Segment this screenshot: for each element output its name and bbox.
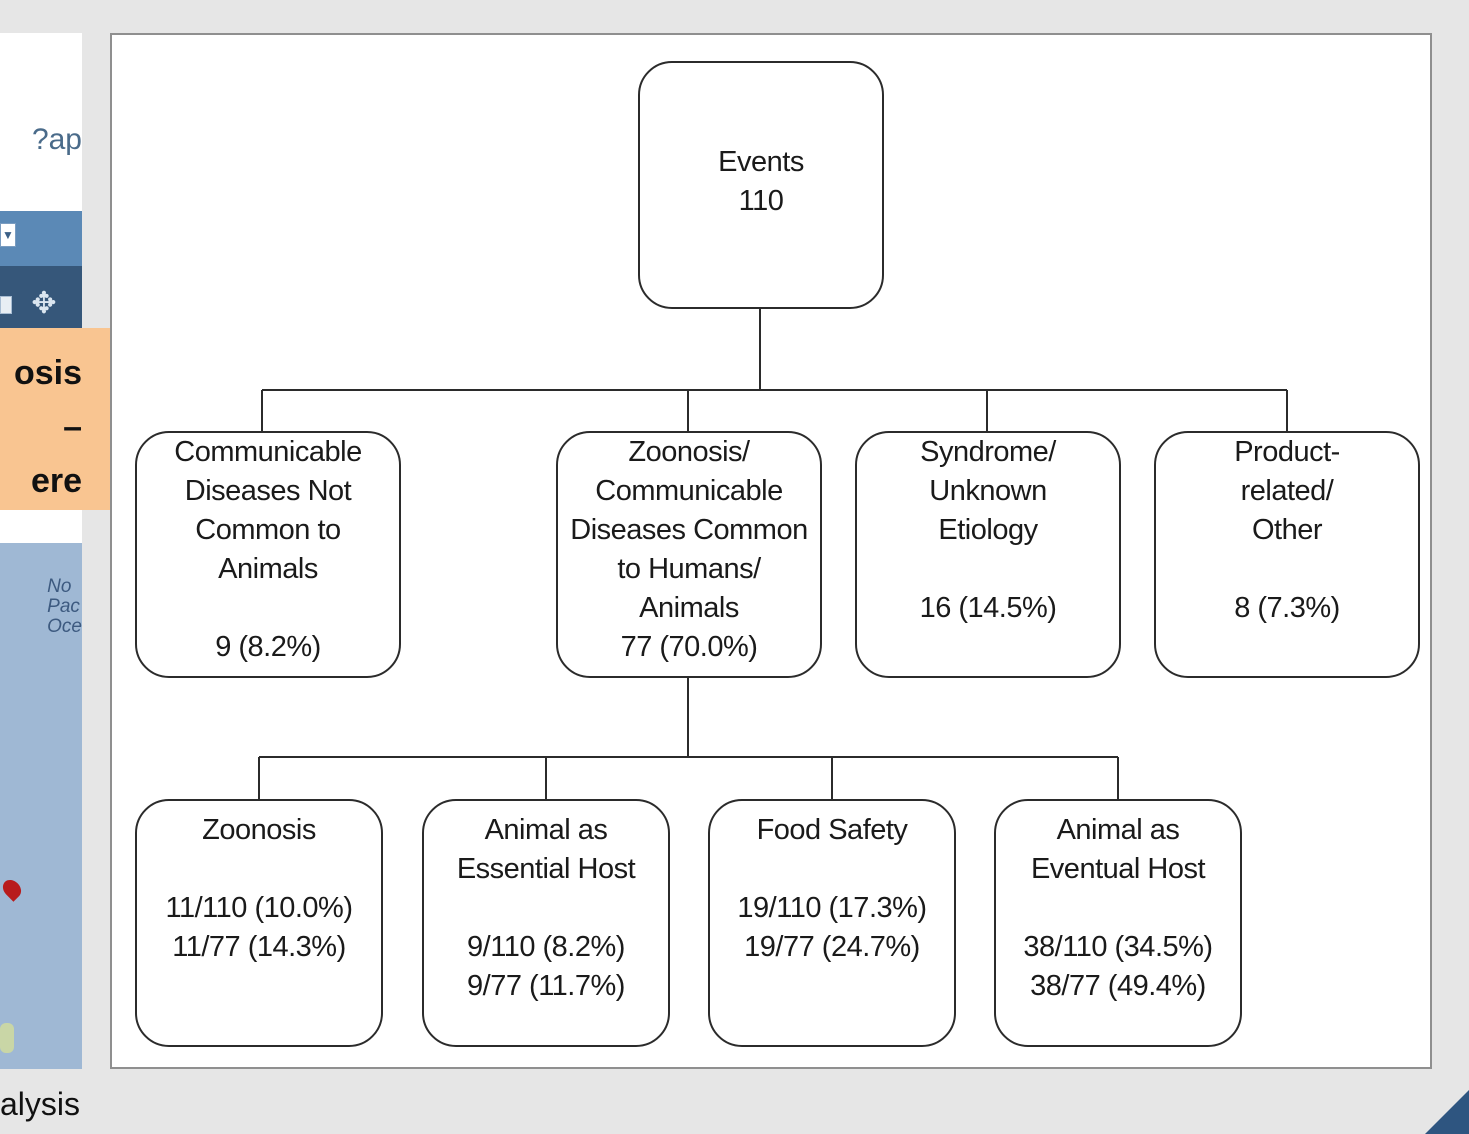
node-zoonosis: Zoonosis 11/110 (10.0%) 11/77 (14.3%) <box>135 799 383 1047</box>
slide-corner-decoration <box>1425 1090 1469 1134</box>
chevron-down-icon[interactable]: ▼ <box>0 223 16 247</box>
node-label: Zoonosis/ Communicable Diseases Common t… <box>570 436 808 624</box>
map-land-shape <box>0 1023 14 1053</box>
node-value: 19/110 (17.3%) 19/77 (24.7%) <box>737 892 927 963</box>
node-animal-eventual-host: Animal as Eventual Host 38/110 (34.5%) 3… <box>994 799 1242 1047</box>
node-food-safety: Food Safety 19/110 (17.3%) 19/77 (24.7%) <box>708 799 956 1047</box>
node-label: Product- related/ Other <box>1234 436 1340 546</box>
node-value: 8 (7.3%) <box>1234 592 1340 624</box>
node-syndrome-unknown: Syndrome/ Unknown Etiology 16 (14.5%) <box>855 431 1121 678</box>
node-value: 77 (70.0%) <box>620 631 758 663</box>
map-ocean-label-text: No Pac Oce <box>47 576 82 637</box>
map-ocean-label: No Pac Oce <box>47 577 82 637</box>
callout-text-fragment: osis – ere in <box>0 346 82 510</box>
node-label: Zoonosis <box>202 814 316 846</box>
node-value: 9/110 (8.2%) 9/77 (11.7%) <box>467 931 625 1002</box>
node-label: Syndrome/ Unknown Etiology <box>920 436 1056 546</box>
node-value: 9 (8.2%) <box>215 631 321 663</box>
callout-box: osis – ere in <box>0 328 110 510</box>
node-value: 38/110 (34.5%) 38/77 (49.4%) <box>1023 931 1213 1002</box>
node-label: Communicable Diseases Not Common to Anim… <box>174 436 362 585</box>
background-slide-panel: ap? ▼ ✥ No Pac Oce <box>0 33 82 1069</box>
node-events-root: Events 110 <box>638 61 884 309</box>
pan-arrows-icon[interactable]: ✥ <box>31 287 57 320</box>
node-label: Animal as Essential Host <box>456 814 636 885</box>
diagram-frame: Events 110 Communicable Diseases Not Com… <box>110 33 1432 1069</box>
map-toolbar-top: ▼ <box>0 211 82 266</box>
map-pin-icon[interactable] <box>0 876 25 902</box>
node-value: 11/110 (10.0%) 11/77 (14.3%) <box>165 892 354 963</box>
callout-text: osis – ere in <box>13 354 82 500</box>
map-view: No Pac Oce <box>0 543 82 1069</box>
node-label: Events <box>718 146 804 178</box>
node-animal-essential-host: Animal as Essential Host 9/110 (8.2%) 9/… <box>422 799 670 1047</box>
node-zoonosis-communicable: Zoonosis/ Communicable Diseases Common t… <box>556 431 822 678</box>
node-product-related: Product- related/ Other 8 (7.3%) <box>1154 431 1420 678</box>
bottom-text-fragment: alysis <box>0 1086 81 1122</box>
node-communicable-not-common: Communicable Diseases Not Common to Anim… <box>135 431 401 678</box>
diagram-connectors <box>258 308 1288 800</box>
node-value: 16 (14.5%) <box>919 592 1057 624</box>
node-value: 110 <box>738 185 784 217</box>
node-label: Animal as Eventual Host <box>1030 814 1206 885</box>
map-tool-icon[interactable] <box>0 296 12 314</box>
question-text-fragment: ap? <box>31 123 82 156</box>
node-label: Food Safety <box>756 814 908 846</box>
